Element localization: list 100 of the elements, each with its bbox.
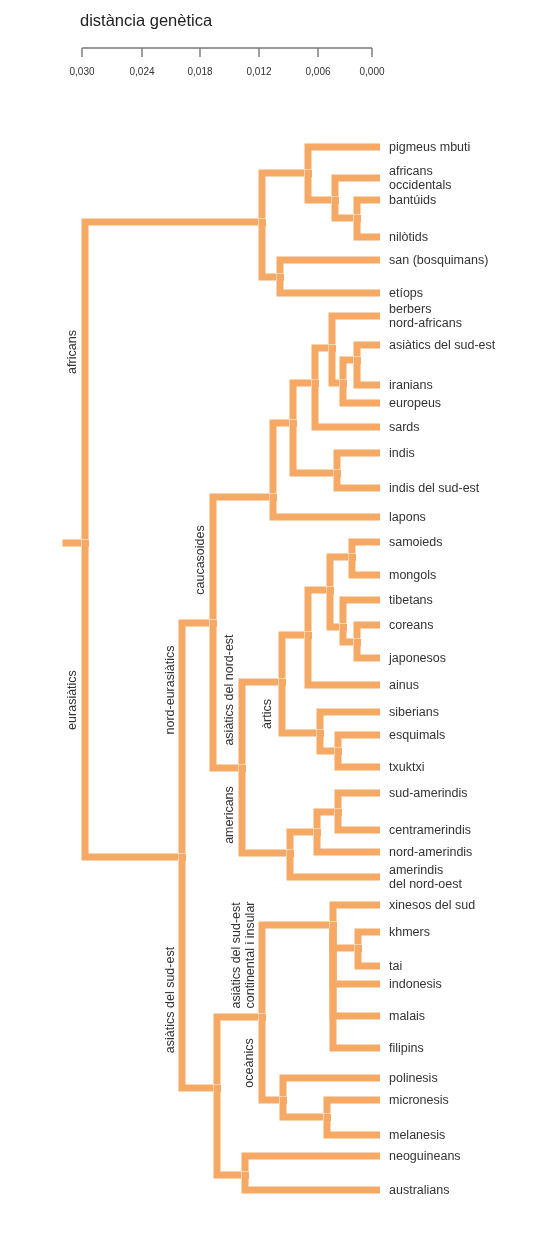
population-label: japonesos [380, 651, 446, 665]
tick-label: 0,018 [187, 66, 213, 78]
branch-junction [334, 808, 342, 816]
tick-label: 0,012 [246, 66, 272, 78]
branch-line [289, 379, 312, 420]
branch-line [258, 921, 330, 1014]
branch-line [238, 678, 279, 765]
branch-junction [269, 493, 277, 501]
branch-junction [339, 379, 347, 387]
branch-line [178, 860, 214, 1092]
branch-line [213, 1091, 242, 1179]
branch-junction [333, 469, 341, 477]
clade-label: nord-eurasiàtics [163, 645, 177, 735]
population-label: indonesis [380, 977, 442, 991]
tick-label: 0,006 [305, 66, 331, 78]
clade-label: àrtics [260, 699, 274, 729]
population-label: australians [380, 1183, 450, 1197]
population-label: filipins [380, 1041, 424, 1055]
population-label: nilòtids [380, 230, 428, 244]
population-label: txuktxi [380, 760, 425, 774]
branch-junction [278, 678, 286, 686]
branch-junction [258, 218, 266, 226]
branch-junction [316, 729, 324, 737]
population-label: iranians [380, 378, 433, 392]
branch-line [326, 593, 340, 631]
clade-label: eurasiàtics [65, 670, 79, 730]
branch-line [326, 553, 349, 587]
branch-line [278, 685, 317, 737]
population-label: tibetans [380, 593, 433, 607]
branch-line [311, 344, 329, 380]
clade-label: asiàtics del sud-est continental i insular [229, 901, 257, 1009]
population-label: amerindis del nord-oest [380, 863, 462, 891]
branch-line [289, 426, 334, 477]
branch-junction [213, 1084, 221, 1092]
branch-junction [258, 1013, 266, 1021]
branch-junction [353, 638, 361, 646]
branch-junction [289, 419, 297, 427]
population-label: micronesis [380, 1093, 449, 1107]
population-label: indis del sud-est [380, 481, 480, 495]
branch-junction [334, 747, 342, 755]
population-label: pigmeus mbuti [380, 140, 471, 154]
branch-junction [328, 344, 336, 352]
branch-line [328, 351, 340, 387]
branch-junction [304, 169, 312, 177]
population-label: mongols [380, 568, 437, 582]
branch-line [81, 218, 259, 540]
branch-line [313, 808, 335, 829]
branch-line [278, 631, 305, 679]
branch-junction [276, 273, 284, 281]
tick-label: 0,030 [69, 66, 95, 78]
branch-line [331, 203, 354, 222]
population-label: tai [380, 959, 403, 973]
branch-junction [339, 623, 347, 631]
clade-label: asiàtics del nord-est [222, 634, 236, 746]
branch-junction [313, 828, 321, 836]
population-label: neoguineans [380, 1149, 461, 1163]
clade-label: caucasoides [193, 525, 207, 595]
population-label: lapons [380, 510, 426, 524]
branch-line [339, 630, 354, 646]
clade-label: africans [65, 330, 79, 374]
branch-junction [286, 849, 294, 857]
branch-line [62, 539, 82, 547]
branch-line [209, 493, 270, 620]
branch-line [178, 619, 210, 854]
branch-junction [353, 214, 361, 222]
population-label: indis [380, 446, 415, 460]
branch-line [316, 736, 335, 755]
branch-junction [209, 619, 217, 627]
branch-line [304, 586, 327, 632]
branch-line [238, 771, 287, 857]
branch-junction [279, 1096, 287, 1104]
branch-line [258, 225, 277, 281]
branch-line [269, 419, 290, 494]
tick-label: 0,024 [129, 66, 155, 78]
branch-junction [81, 539, 89, 547]
axis-title: distància genètica [80, 10, 213, 30]
branch-junction [323, 1113, 331, 1121]
branch-junction [178, 853, 186, 861]
branch-line [213, 1013, 259, 1085]
population-label: berbers nord-africans [380, 302, 462, 330]
population-label: xinesos del sud [380, 898, 476, 912]
clade-label: americans [222, 786, 236, 844]
branch-junction [353, 356, 361, 364]
branch-line [258, 1020, 280, 1104]
branch-junction [326, 586, 334, 594]
population-label: sards [380, 420, 420, 434]
branch-line [258, 169, 305, 219]
branch-junction [241, 1171, 249, 1179]
branch-line [286, 828, 314, 850]
clade-label: oceànics [242, 1038, 256, 1088]
population-label: polinesis [380, 1071, 438, 1085]
population-label: san (bosquimans) [380, 253, 489, 267]
branch-junction [348, 553, 356, 561]
population-label: samoieds [380, 535, 443, 549]
population-label: siberians [380, 705, 440, 719]
population-label: coreans [380, 618, 434, 632]
population-label: asiàtics del sud-est [380, 338, 496, 352]
population-label: etíops [380, 286, 424, 300]
branch-junction [331, 196, 339, 204]
population-label: khmers [380, 925, 430, 939]
